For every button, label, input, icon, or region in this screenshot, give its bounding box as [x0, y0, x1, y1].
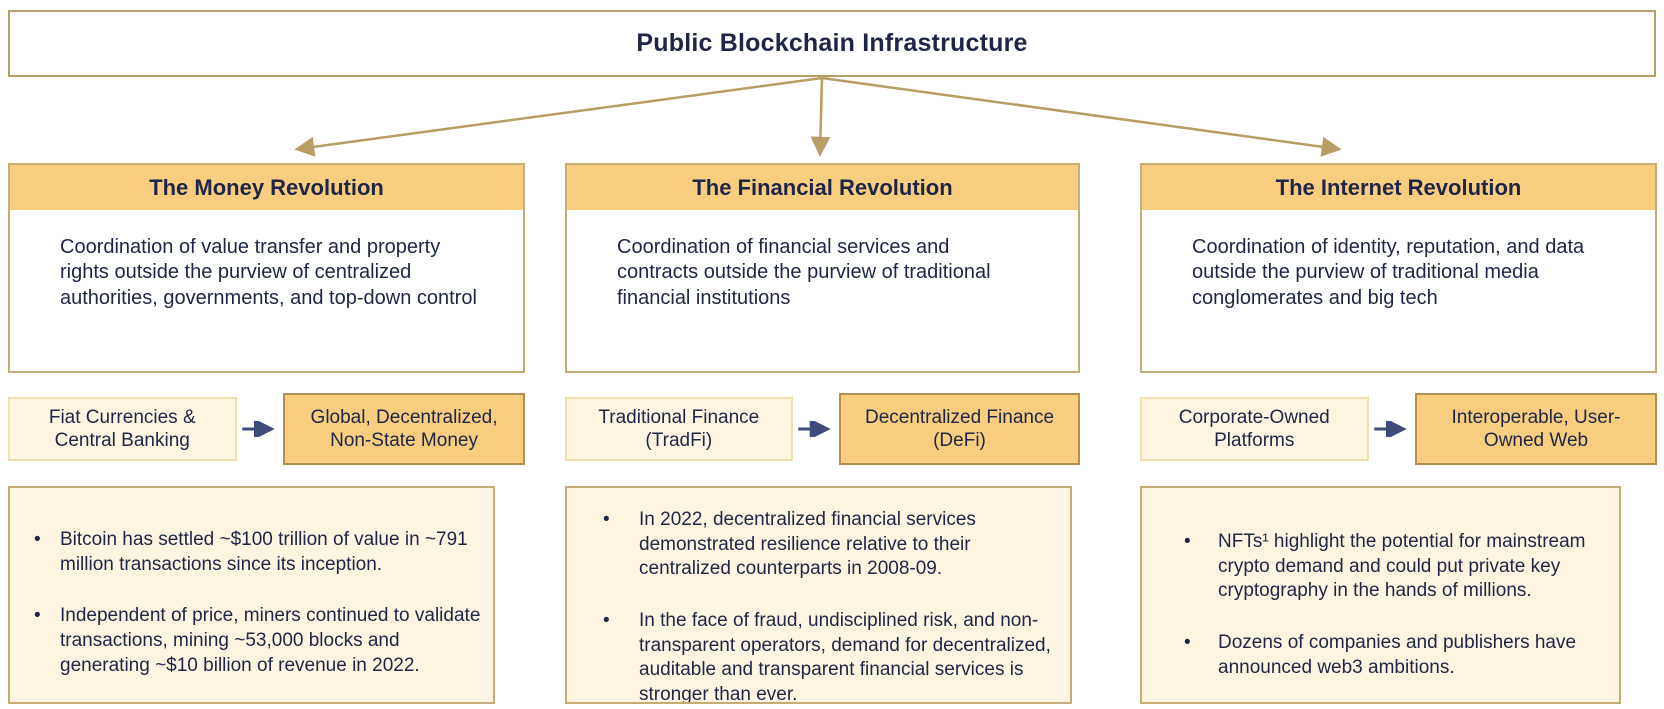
bullet-item: Independent of price, miners continued t…	[34, 604, 485, 678]
column-money-revolution: The Money Revolution Coordination of val…	[8, 163, 525, 704]
page-title: Public Blockchain Infrastructure	[636, 29, 1028, 57]
column-header: The Money Revolution	[10, 165, 523, 210]
transition-row: Fiat Currencies & Central Banking Global…	[8, 392, 525, 466]
column-header: The Internet Revolution	[1142, 165, 1655, 210]
right-arrow-icon	[797, 421, 831, 437]
column-description: Coordination of value transfer and prope…	[60, 236, 477, 309]
bullet-card: Bitcoin has settled ~$100 trillion of va…	[8, 486, 495, 704]
bullet-item: In the face of fraud, undisciplined risk…	[603, 609, 1056, 704]
bullet-text: Independent of price, miners continued t…	[60, 605, 481, 676]
bullet-item: Bitcoin has settled ~$100 trillion of va…	[34, 528, 485, 577]
right-arrow-icon	[241, 421, 275, 437]
bullet-card: In 2022, decentralized financial service…	[565, 486, 1072, 704]
description-card: The Financial Revolution Coordination of…	[565, 163, 1080, 373]
description-card: The Money Revolution Coordination of val…	[8, 163, 525, 373]
to-box: Global, Decentralized, Non-State Money	[283, 393, 525, 465]
column-header: The Financial Revolution	[567, 165, 1078, 210]
to-box: Decentralized Finance (DeFi)	[838, 393, 1080, 465]
bullet-text: In 2022, decentralized financial service…	[639, 509, 976, 580]
down-arrow-icon	[294, 77, 823, 157]
transition-row: Corporate-Owned Platforms Interoperable,…	[1140, 392, 1657, 466]
bullet-text: Bitcoin has settled ~$100 trillion of va…	[60, 529, 468, 575]
branch-connector-arrows	[294, 77, 1342, 157]
bullet-item: Dozens of companies and publishers have …	[1184, 631, 1611, 680]
description-card: The Internet Revolution Coordination of …	[1140, 163, 1657, 373]
from-box: Fiat Currencies & Central Banking	[8, 397, 237, 461]
bullet-text: NFTs¹ highlight the potential for mainst…	[1218, 531, 1586, 602]
down-arrow-icon	[821, 77, 1342, 157]
to-box: Interoperable, User-Owned Web	[1415, 393, 1657, 465]
column-description: Coordination of identity, reputation, an…	[1192, 236, 1585, 309]
down-arrow-icon	[810, 77, 831, 157]
bullet-text: In the face of fraud, undisciplined risk…	[639, 610, 1051, 704]
bullet-card: NFTs¹ highlight the potential for mainst…	[1140, 486, 1621, 704]
right-arrow-icon	[1373, 421, 1407, 437]
from-box: Corporate-Owned Platforms	[1140, 397, 1369, 461]
transition-row: Traditional Finance (TradFi) Decentraliz…	[565, 392, 1080, 466]
column-financial-revolution: The Financial Revolution Coordination of…	[565, 163, 1080, 704]
bullet-item: In 2022, decentralized financial service…	[603, 508, 1056, 582]
bullet-text: Dozens of companies and publishers have …	[1218, 632, 1577, 678]
root-node-box: Public Blockchain Infrastructure	[8, 10, 1656, 77]
column-description: Coordination of financial services and c…	[617, 236, 991, 309]
bullet-item: NFTs¹ highlight the potential for mainst…	[1184, 530, 1611, 604]
column-internet-revolution: The Internet Revolution Coordination of …	[1140, 163, 1657, 704]
from-box: Traditional Finance (TradFi)	[565, 397, 793, 461]
